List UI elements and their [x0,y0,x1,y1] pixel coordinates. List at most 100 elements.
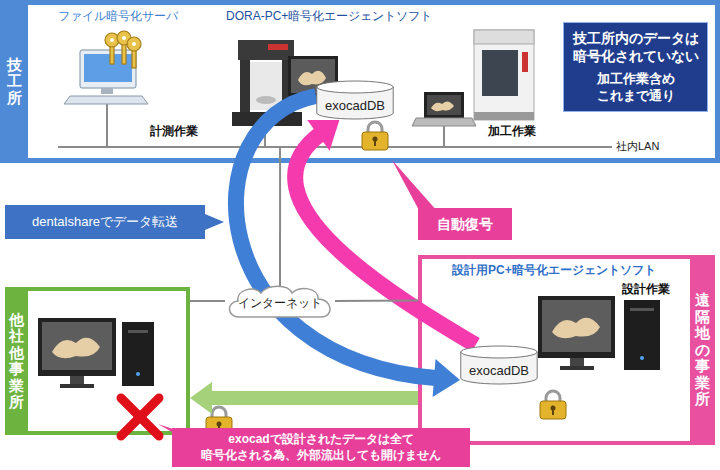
rejected-mark-part [121,398,159,436]
callout-pointer-part [158,424,206,440]
lock-icon-part [362,132,388,150]
milling-machine-icon-part [474,30,534,120]
decrypt-tag: 自動復号 [418,208,512,240]
database-name: exocadDB [325,98,385,113]
network-line [335,300,418,301]
file-server-icon-part-part [122,36,126,40]
work-label: 計測作業 [150,124,198,139]
callout-note: 加工作業含め これまで通り [570,71,701,105]
callout-pointer-part [392,160,438,212]
connector-line [295,133,475,345]
transfer-arrow [236,96,460,397]
file-server-icon-part-part [132,50,136,68]
lan-wiring-part [443,126,445,147]
file-server-icon-part [101,88,113,94]
device-label: ファイル暗号化サーバ [58,9,178,24]
tag-text: 自動復号 [437,215,493,233]
design-pc-icon-part [624,300,660,370]
design-pc-icon-part [570,358,584,366]
design-pc-icon-part [560,366,594,370]
design-pc-icon-part [630,308,654,311]
design-pc-icon [538,296,660,370]
milling-machine-icon-part [474,112,534,120]
scanner-icon-part [240,60,250,112]
lock-icon-part [218,425,220,431]
file-server-icon-part [64,96,148,104]
lan-wiring-part [106,104,108,147]
partner-pc-icon-part [42,322,112,370]
file-server-icon-part-part [110,46,114,64]
callout-text: exocadで設計されたデータは全て 暗号化される為、外部流出しても開けません [180,432,462,463]
milling-machine-icon [474,30,534,120]
box-title: 他社・他事業所 [9,312,24,411]
device-label: DORA-PC+暗号化エージェントソフト [226,9,432,24]
laptop-icon-part [424,92,464,118]
tag-text: dentalshareでデータ転送 [32,214,178,231]
lock-icon-part [212,407,226,418]
file-server-icon-part-part [110,38,114,42]
scanner-icon-part [268,44,288,50]
callout-pointer-part [205,214,224,230]
rejected-mark-part [121,398,159,436]
network-line [280,163,281,287]
lock-icon-part [546,391,560,402]
arrow-head [190,382,212,414]
cloud-outline [229,286,330,317]
partner-pc-icon-part [70,376,84,384]
info-callout: 技工所内のデータは 暗号化されていない加工作業含め これまで通り [563,22,708,112]
partner-pc-icon-part [136,372,140,376]
partner-pc-icon-part [122,322,154,386]
lock-icon [540,391,566,419]
internet-cloud: インターネット [225,282,335,320]
milling-machine-icon-part [522,52,528,72]
work-label: 加工作業 [488,124,536,139]
file-server-icon-part [105,31,141,68]
cloud-label: インターネット [238,295,322,312]
network-line [190,301,225,302]
milling-machine-icon-part [482,50,518,96]
device-label: 設計用PC+暗号化エージェントソフト [452,263,656,278]
laptop-icon-part [412,118,476,126]
design-pc-icon-part [538,296,615,358]
transfer-tag: dentalshareでデータ転送 [5,205,205,239]
arrow-head [433,359,460,397]
lan-wiring-part [58,146,612,148]
partner-pc-icon [38,318,154,388]
cylinder-top [317,81,393,93]
lan-wiring-part [279,147,281,163]
monitor-icon-part [298,71,326,86]
file-server-icon-part [110,36,136,46]
warning-callout: exocadで設計されたデータは全て 暗号化される為、外部流出しても開けません [172,428,470,467]
partner-pc-icon-part [60,384,94,388]
laptop-icon-part [431,101,454,111]
file-server-icon-part-part [132,42,136,46]
partner-pc-icon-part [128,330,148,333]
scanner-icon-part [238,40,294,60]
band-title: 技工所 [7,57,22,107]
scanner-icon-part [250,62,282,110]
file-server-icon-part-part [127,37,141,51]
database-cylinder: exocadDB [460,345,538,385]
design-pc-icon-part [542,300,611,352]
lock-icon-part [374,140,376,146]
database-name: exocadDB [469,363,529,378]
partner-pc-icon-part [52,338,100,358]
work-label: 設計作業 [622,282,670,297]
laptop-icon-part [427,95,461,115]
lock-icon-part [552,409,554,415]
callout-heading: 技工所内のデータは 暗号化されていない [570,29,701,65]
laptop-icon [412,92,476,126]
milling-machine-icon-part [474,30,534,44]
partner-pc-icon-part [38,318,116,376]
leak-arrow [190,382,418,414]
design-pc-icon-part [552,318,600,338]
network-label: 社内LAN [616,140,659,154]
connector-line [209,391,418,405]
design-pc-icon-part [640,356,644,360]
lock-icon-part [206,417,232,435]
cylinder-top [461,346,537,358]
file-server-icon-part [80,50,136,88]
database-cylinder: exocadDB [316,80,394,120]
decrypt-arrow [295,120,475,345]
